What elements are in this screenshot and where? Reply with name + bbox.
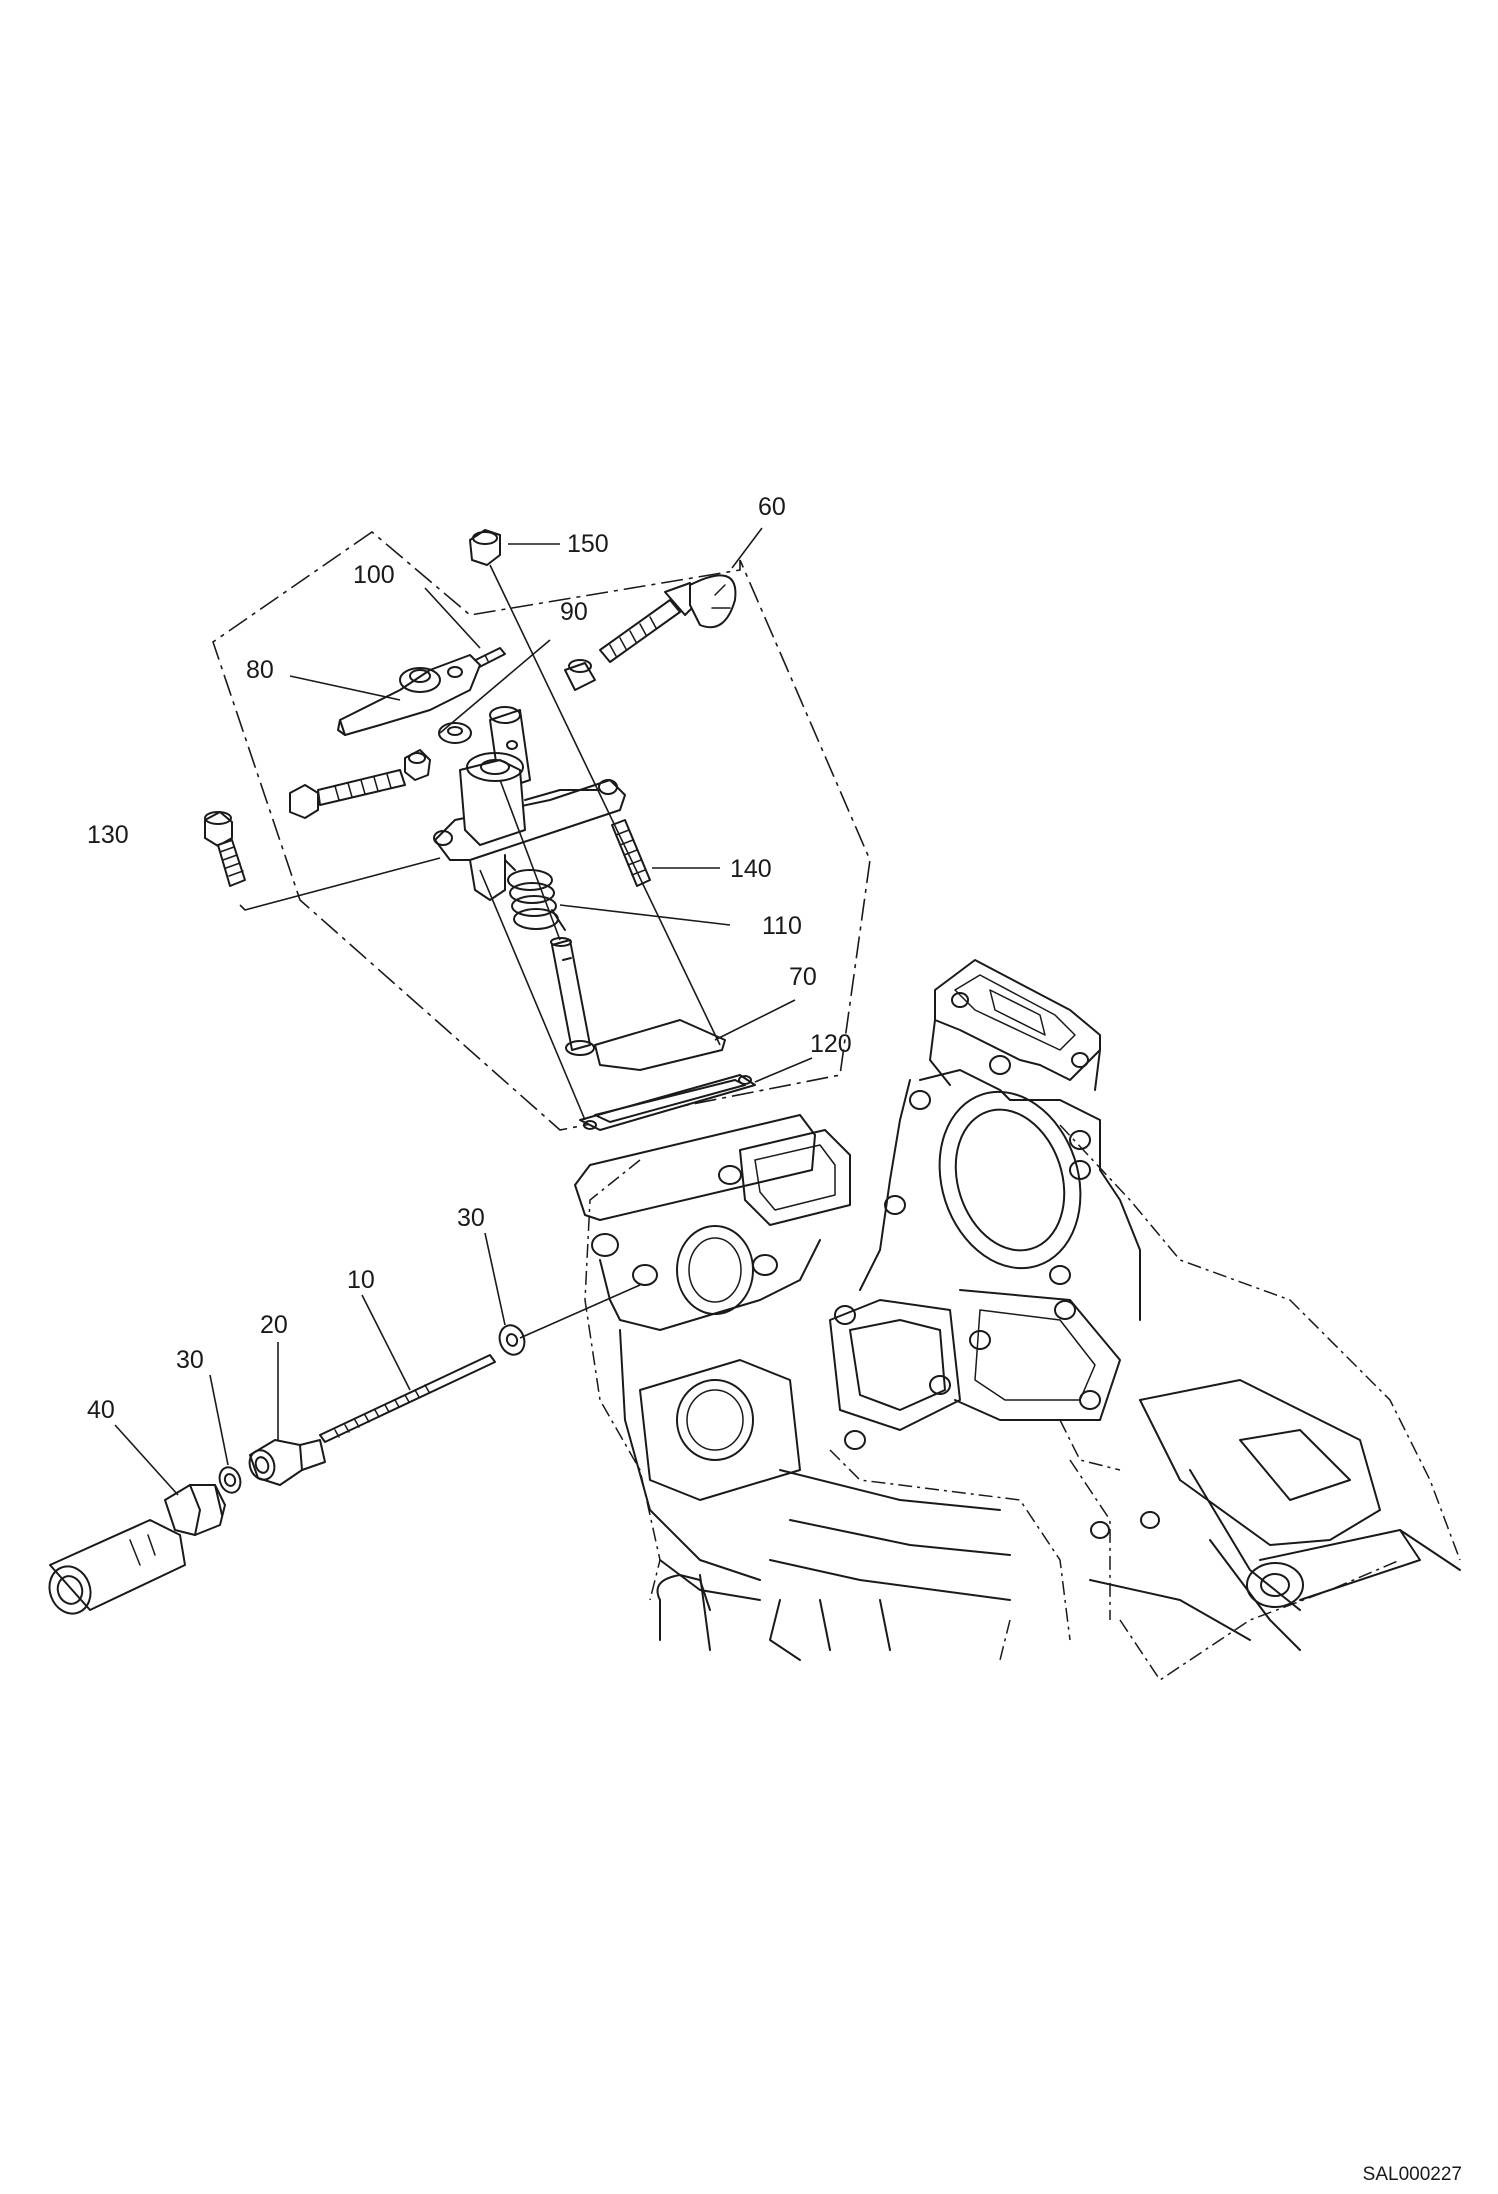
callout-labels: 60 150 100 90 80 130 140 110 70 120 30 1… (87, 493, 852, 1424)
part-40-cap-nut (48, 1484, 226, 1615)
part-150-nut (469, 529, 560, 566)
part-30-washer-lower (218, 1466, 242, 1494)
part-20-nut (248, 1439, 326, 1486)
callout-80: 80 (246, 656, 274, 684)
callout-10: 10 (347, 1266, 375, 1294)
callout-100: 100 (353, 561, 395, 589)
callout-40: 40 (87, 1396, 115, 1424)
part-130-bolt (204, 811, 441, 911)
callout-90: 90 (560, 598, 588, 626)
callout-70: 70 (789, 963, 817, 991)
leader-lines (114, 527, 813, 1496)
callout-30-lower: 30 (176, 1346, 204, 1374)
part-10-adjusting-screw (319, 1284, 641, 1443)
callout-60: 60 (758, 493, 786, 521)
callout-120: 120 (810, 1030, 852, 1058)
part-120-gasket (579, 1074, 756, 1131)
part-governor-housing (433, 752, 626, 901)
callout-110: 110 (762, 912, 802, 940)
engine-housing (574, 959, 1461, 1682)
callout-130: 130 (87, 821, 129, 849)
part-110-spring (504, 859, 566, 931)
callout-20: 20 (260, 1311, 288, 1339)
document-reference: SAL000227 (1363, 2164, 1462, 2185)
part-30-washer-upper (498, 1324, 526, 1356)
part-90-washer (438, 722, 472, 744)
part-70-shaft (550, 937, 726, 1071)
callout-30-upper: 30 (457, 1204, 485, 1232)
part-bolt-right (564, 574, 737, 691)
callout-140: 140 (730, 855, 772, 883)
part-80-lever (337, 654, 481, 736)
callout-150: 150 (567, 530, 609, 558)
part-140-stud (611, 819, 651, 887)
group-60-boundary (212, 530, 871, 1131)
assembly-axis-lines (479, 564, 721, 1121)
part-bolt-left (289, 749, 431, 819)
